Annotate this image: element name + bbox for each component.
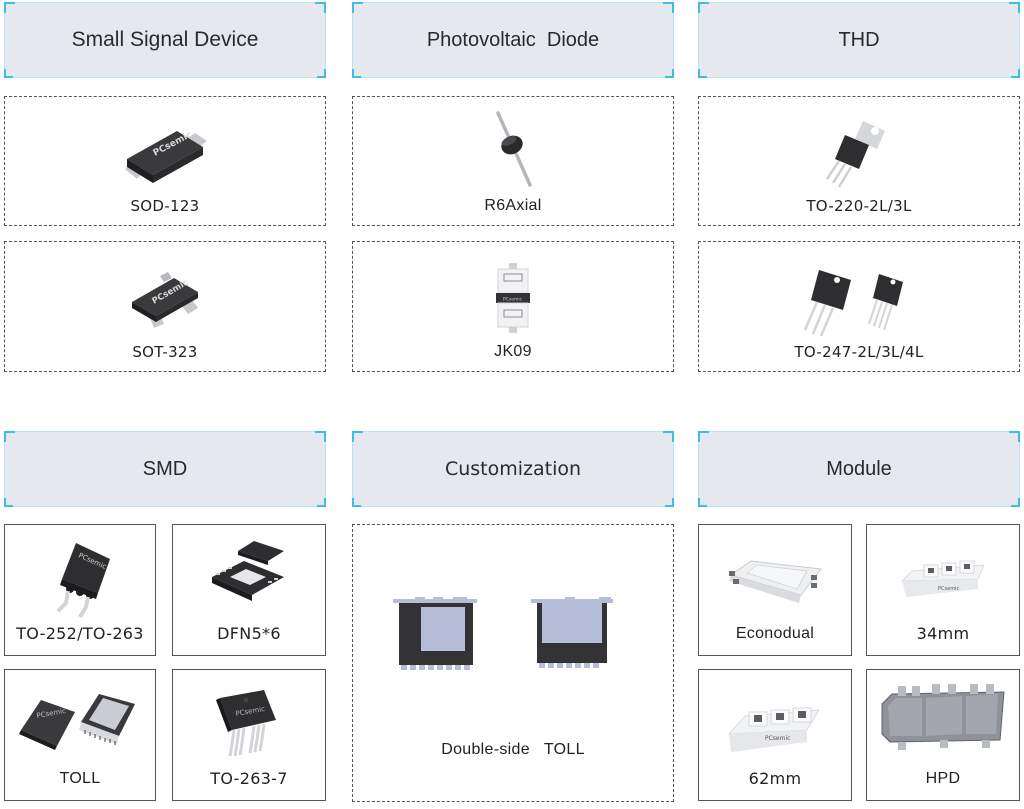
section-title: THD <box>838 28 880 51</box>
econodual-module-icon <box>729 560 822 603</box>
product-card-to-252[interactable]: PCsemic TO-252/TO-263 <box>4 524 156 656</box>
section-header-module: Module <box>698 431 1020 507</box>
package-label: TO-252/TO-263 <box>16 624 144 643</box>
to-247-package-icon <box>803 270 903 336</box>
product-card-to-247[interactable]: TO-247-2L/3L/4L <box>698 241 1020 372</box>
section-title: Module <box>826 457 892 480</box>
product-card-r6axial[interactable]: R6Axial <box>352 96 674 226</box>
package-label: SOT-323 <box>132 343 198 361</box>
product-card-to-263-7[interactable]: PCsemic TO-263-7 <box>172 669 326 801</box>
product-card-sod-123[interactable]: PCsemic SOD-123 <box>4 96 326 226</box>
r6-axial-diode-icon <box>496 111 532 187</box>
product-card-hpd[interactable]: HPD <box>866 669 1020 801</box>
section-header-thd: THD <box>698 2 1020 78</box>
package-label: TO-247-2L/3L/4L <box>794 343 924 361</box>
package-label: 34mm <box>916 624 970 643</box>
package-label: R6Axial <box>484 197 542 214</box>
package-label: Econodual <box>735 625 815 642</box>
section-header-customization: Customization <box>352 431 674 507</box>
package-label: SOD-123 <box>130 197 200 215</box>
34mm-module-icon: PCsemic <box>901 560 985 597</box>
svg-text:PCsemic: PCsemic <box>765 735 790 742</box>
to-220-package-icon <box>825 121 885 188</box>
package-label: TO-220-2L/3L <box>806 197 912 215</box>
to-263-7-package-icon: PCsemic <box>216 690 276 757</box>
product-card-double-side-toll[interactable]: Double-side TOLL <box>352 524 674 802</box>
hpd-module-icon <box>881 684 1005 750</box>
section-title: Customization <box>444 458 582 480</box>
section-header-smd: SMD <box>4 431 326 507</box>
product-card-toll[interactable]: PCsemic TOLL <box>4 669 156 801</box>
svg-text:PCsemic: PCsemic <box>938 586 959 592</box>
to-252-package-icon: PCsemic <box>56 543 110 619</box>
svg-text:PCsemic: PCsemic <box>503 297 523 303</box>
product-card-jk09[interactable]: PCsemic JK09 <box>352 241 674 372</box>
package-label: HPD <box>925 770 961 787</box>
product-card-sot-323[interactable]: PCsemic SOT-323 <box>4 241 326 372</box>
package-label: TOLL <box>59 770 101 787</box>
section-title: SMD <box>142 457 188 480</box>
toll-package-icon: PCsemic <box>19 694 135 750</box>
package-label: JK09 <box>494 343 532 360</box>
product-card-62mm[interactable]: PCsemic 62mm <box>698 669 852 801</box>
product-card-to-220[interactable]: TO-220-2L/3L <box>698 96 1020 226</box>
section-header-photovoltaic-diode: Photovoltaic Diode <box>352 2 674 78</box>
62mm-module-icon: PCsemic <box>728 707 820 752</box>
package-label: 62mm <box>748 769 802 788</box>
section-title: Small Signal Device <box>71 28 259 51</box>
product-card-econodual[interactable]: Econodual <box>698 524 852 656</box>
sot-323-package-icon: PCsemic <box>132 272 198 328</box>
product-card-dfn5x6[interactable]: DFN5*6 <box>172 524 326 656</box>
sod-123-package-icon: PCsemic <box>125 130 207 183</box>
product-card-34mm[interactable]: PCsemic 34mm <box>866 524 1020 656</box>
section-title: Photovoltaic Diode <box>426 28 600 51</box>
package-label: Double-side TOLL <box>441 741 585 758</box>
package-label: DFN5*6 <box>217 624 281 643</box>
package-label: TO-263-7 <box>210 769 288 788</box>
double-side-toll-icon <box>393 597 613 670</box>
dfn5x6-package-icon <box>212 541 284 601</box>
jk09-package-icon: PCsemic <box>496 263 530 333</box>
section-header-small-signal-device: Small Signal Device <box>4 2 326 78</box>
